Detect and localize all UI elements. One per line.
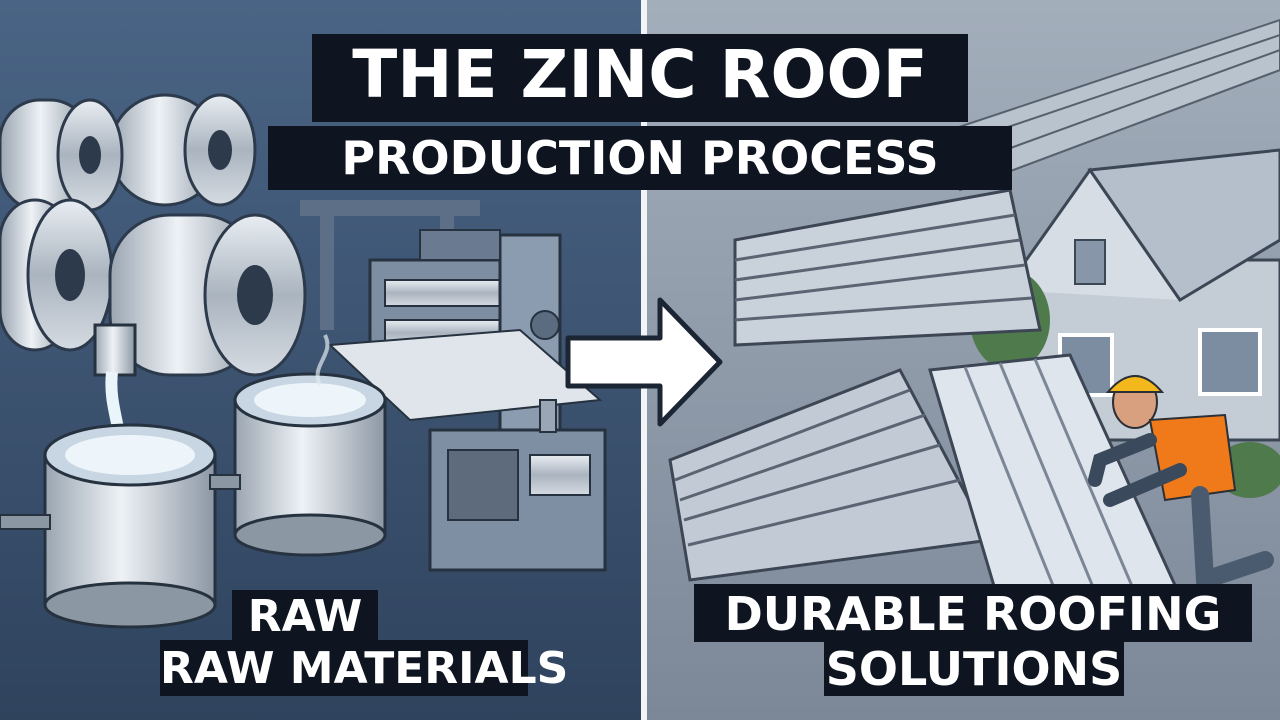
corrugated-sheet-stack-icon	[733, 188, 1042, 347]
steel-coil-icon	[0, 98, 124, 212]
steel-coil-icon	[0, 198, 114, 352]
molten-zinc-vat-icon	[233, 334, 387, 557]
molten-zinc-vat-icon	[43, 423, 217, 629]
steel-coil-icon	[108, 213, 307, 377]
house-icon	[1003, 148, 1280, 442]
right-arrow-icon	[565, 297, 723, 427]
right-caption-line-1: DURABLE ROOFING	[694, 584, 1252, 642]
title-line-1: THE ZINC ROOF	[312, 34, 968, 122]
title-line-2: PRODUCTION PROCESS	[268, 126, 1012, 190]
factory-scene	[0, 93, 607, 629]
rolling-press-icon	[327, 229, 603, 437]
left-caption-line-2: RAW MATERIALS	[160, 640, 568, 696]
left-caption-line-1: RAW	[232, 590, 378, 642]
corrugated-sheet-stack-icon	[668, 368, 993, 582]
right-caption-line-2: SOLUTIONS	[824, 640, 1124, 696]
roofer-worker-icon	[1088, 375, 1274, 593]
steel-coil-icon	[108, 93, 257, 207]
